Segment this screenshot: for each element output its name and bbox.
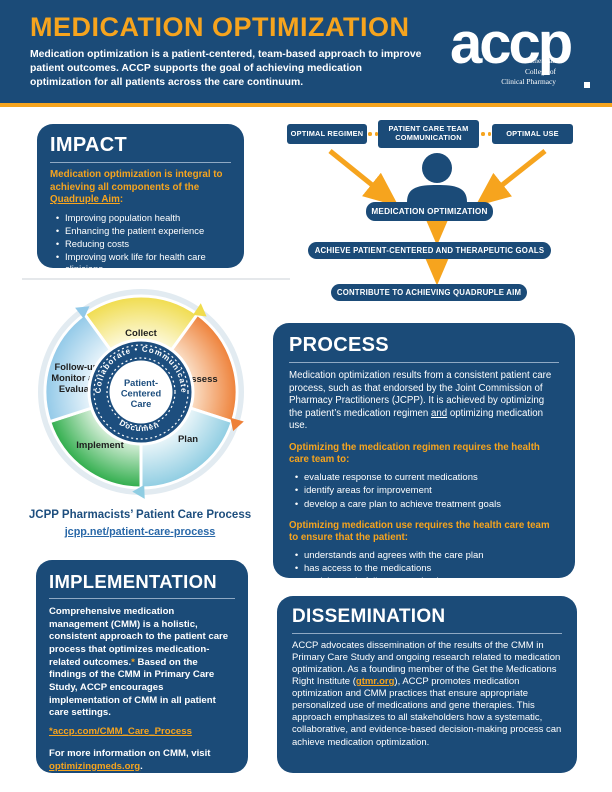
list-item: Improving population health — [50, 212, 231, 224]
bullet-icon — [289, 563, 304, 575]
header-divider — [0, 103, 612, 107]
bullet-icon — [289, 576, 304, 588]
svg-text:Evaluate: Evaluate — [59, 384, 97, 394]
wheel-arrow-icon — [132, 484, 145, 499]
page-title: MEDICATION OPTIMIZATION — [30, 12, 410, 42]
cmm-care-process-link-row: *accp.com/CMM_Care_Process — [49, 726, 235, 737]
list-item: Improving work life for health care clin… — [50, 251, 231, 275]
process-subhead-use: Optimizing medication use requires the h… — [289, 519, 550, 544]
bullet-icon — [50, 251, 65, 275]
dotted-ring — [93, 344, 189, 440]
header: MEDICATION OPTIMIZATION Medication optim… — [0, 0, 612, 103]
dotted-connector — [368, 132, 378, 136]
center-label: Patient- — [124, 378, 158, 388]
accp-logo: accp American College of Clinical Pharma… — [450, 11, 602, 96]
patient-care-process-wheel: Collect Assess Plan Implement Follow-up:… — [38, 289, 244, 499]
wheel-arrow-icon — [75, 306, 90, 319]
list-item: Enhancing the patient experience — [50, 225, 231, 237]
svg-text:Centered: Centered — [121, 389, 162, 399]
bullet-icon — [50, 238, 65, 250]
impact-intro: Medication optimization is integral to a… — [50, 169, 223, 206]
optimizingmeds-link[interactable]: optimizingmeds.org — [49, 760, 141, 772]
bullet-icon — [289, 472, 304, 484]
dotted-connector — [481, 132, 491, 136]
segment-label-plan: Plan — [178, 434, 198, 445]
bullet-icon — [50, 225, 65, 237]
pill-quadruple-aim: CONTRIBUTE TO ACHIEVING QUADRUPLE AIM — [331, 284, 527, 301]
process-bullets-use: understands and agrees with the care pla… — [289, 550, 559, 589]
implementation-paragraph: Comprehensive medication management (CMM… — [49, 606, 229, 719]
logo-period — [584, 82, 590, 88]
svg-text:Monitor and: Monitor and — [51, 373, 105, 383]
flow-box-optimal-regimen: OPTIMAL REGIMEN — [287, 124, 367, 144]
segment-label-implement: Implement — [76, 440, 124, 451]
quadruple-aim-link[interactable]: Quadruple Aim — [50, 194, 120, 206]
dissemination-paragraph: ACCP advocates dissemination of the resu… — [292, 640, 562, 748]
segment-label-followup: Follow-up: — [55, 362, 102, 372]
impact-section: IMPACT Medication optimization is integr… — [37, 124, 244, 274]
segment-label-collect: Collect — [125, 328, 158, 339]
logo-wordmark: accp — [450, 11, 573, 76]
wheel-arrow-icon — [193, 303, 207, 317]
dissemination-title: DISSEMINATION — [292, 606, 562, 634]
segment-label-assess: Assess — [184, 374, 217, 385]
arrow-regimen-to-person — [328, 149, 399, 207]
gtmr-link[interactable]: gtmr.org — [355, 676, 395, 688]
jcpp-link[interactable]: jcpp.net/patient-care-process — [64, 526, 216, 538]
asterisk: * — [131, 656, 135, 668]
column-divider — [22, 278, 290, 280]
implementation-title: IMPLEMENTATION — [49, 571, 235, 599]
list-item: has access to the medications — [289, 563, 559, 575]
flow-box-patient-care-team: PATIENT CARE TEAM COMMUNICATION — [378, 120, 479, 148]
dissemination-section: DISSEMINATION ACCP advocates disseminati… — [277, 596, 577, 773]
dotted-ring-inner — [106, 357, 176, 427]
impact-bullets: Improving population health Enhancing th… — [50, 212, 231, 275]
wheel-center — [109, 360, 173, 424]
bullet-icon — [289, 499, 304, 511]
bullet-icon — [50, 212, 65, 224]
process-paragraph: Medication optimization results from a c… — [289, 370, 552, 432]
list-item: develop a care plan to achieve treatment… — [289, 499, 559, 511]
process-subhead-regimen: Optimizing the medication regimen requir… — [289, 442, 540, 466]
arrow-use-to-person — [475, 149, 547, 207]
wheel-arrow-icon — [230, 417, 244, 432]
impact-title: IMPACT — [50, 134, 231, 163]
list-item: identify areas for improvement — [289, 485, 559, 497]
process-bullets-regimen: evaluate response to current medications… — [289, 472, 559, 511]
pill-medication-optimization: MEDICATION OPTIMIZATION — [366, 202, 493, 221]
accp-cmm-link[interactable]: *accp.com/CMM_Care_Process — [49, 725, 192, 737]
bullet-icon — [289, 485, 304, 497]
person-icon — [407, 153, 467, 202]
wheel-caption: JCPP Pharmacists’ Patient Care Process — [28, 509, 252, 521]
list-item: evaluate response to current medications — [289, 472, 559, 484]
list-item: understands and agrees with the care pla… — [289, 550, 559, 562]
implementation-section: IMPLEMENTATION Comprehensive medication … — [36, 560, 248, 773]
list-item: Reducing costs — [50, 238, 231, 250]
list-item: participates in follow-up evaluations — [289, 576, 559, 588]
bullet-icon — [289, 550, 304, 562]
header-subtitle: Medication optimization is a patient-cen… — [30, 49, 422, 89]
process-title: PROCESS — [289, 334, 559, 363]
implementation-footer: For more information on CMM, visit optim… — [49, 747, 211, 772]
svg-text:Care: Care — [131, 399, 152, 409]
pill-achieve-goals: ACHIEVE PATIENT-CENTERED AND THERAPEUTIC… — [308, 242, 551, 259]
process-section: PROCESS Medication optimization results … — [273, 323, 575, 587]
flow-box-optimal-use: OPTIMAL USE — [492, 124, 573, 144]
logo-subtext: American College of Clinical Pharmacy — [501, 56, 556, 87]
